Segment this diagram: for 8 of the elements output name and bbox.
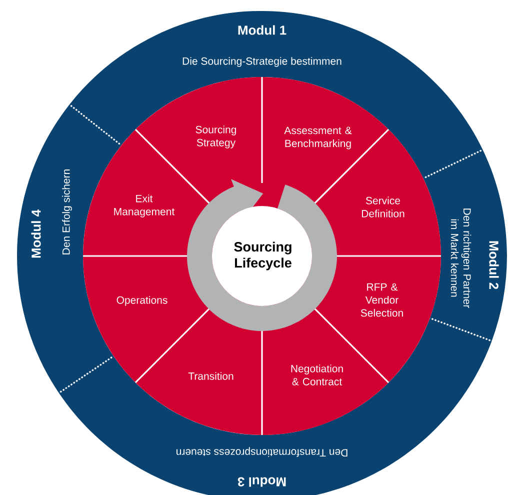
node-label: Modul 2 [489, 241, 499, 290]
node-label: Modul 4 [31, 210, 41, 258]
node-label: Transition [188, 372, 234, 380]
node-label: Den Erfolg sichern [62, 170, 72, 254]
node-label: Assessment & Benchmarking [284, 126, 352, 150]
module-band: Modul 2 Den richtigen Partner im Markt kennen [423, 150, 507, 341]
node-label: Den richtigen Partner im Markt kennen [450, 208, 472, 308]
node-label: Negotiation & Contract [291, 364, 343, 386]
